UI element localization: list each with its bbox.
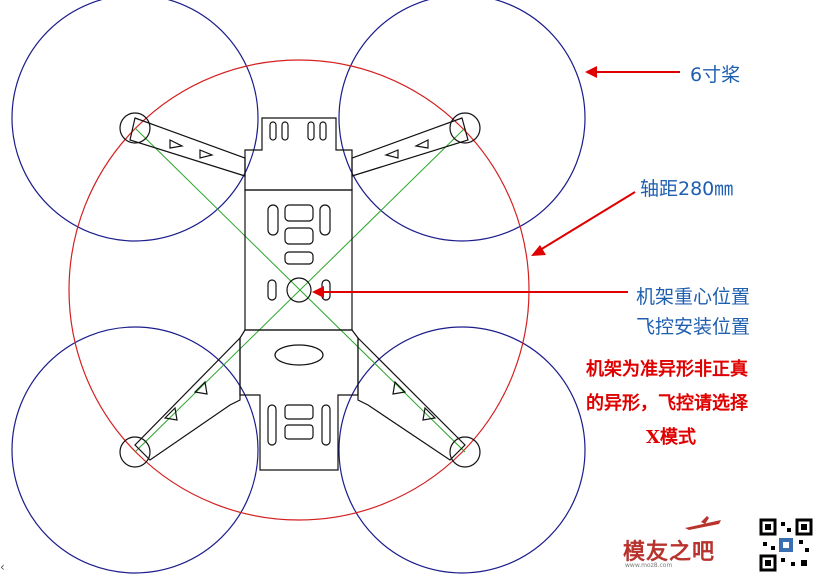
note-line-3: X模式 (646, 427, 696, 448)
edge-mark-icon: ‹ (0, 560, 5, 574)
prop-size-label: 6寸桨 (690, 64, 741, 86)
arrows (312, 66, 680, 298)
fc-mount-position-label: 飞控安装位置 (636, 316, 751, 338)
prop-circle-bottom-right (338, 326, 586, 574)
watermark-brand: 模友之吧 (623, 540, 716, 565)
arrow-wheelbase (539, 191, 636, 251)
note-line-1: 机架为准异形非正真 (586, 359, 748, 380)
diagonal-line-b (134, 127, 466, 453)
airplane-logo-icon (685, 516, 721, 530)
prop-circle-top-left (11, 0, 259, 242)
wheelbase-circle (68, 59, 530, 521)
note-line-2: 的异形，飞控请选择 (586, 393, 748, 414)
watermark: 模友之吧 www.moz8.com (603, 512, 813, 576)
frame-outline (119, 112, 481, 471)
prop-circle-bottom-left (11, 326, 259, 574)
watermark-site: www.moz8.com (625, 562, 673, 569)
wheelbase-label: 轴距280㎜ (640, 178, 734, 200)
prop-circle-top-right (338, 0, 586, 242)
qr-code-icon (759, 518, 813, 572)
cg-position-label: 机架重心位置 (636, 286, 751, 308)
